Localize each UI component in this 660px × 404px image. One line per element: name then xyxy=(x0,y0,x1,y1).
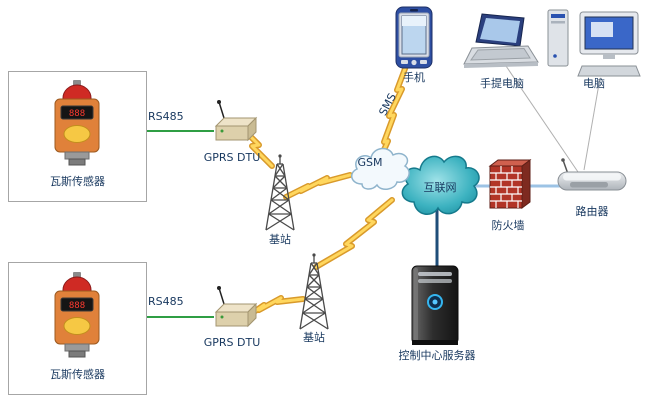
base-station-tower-icon xyxy=(265,154,295,231)
base-station-tower-icon xyxy=(299,253,329,330)
phone-label: 手机 xyxy=(403,71,425,84)
phone-home-button xyxy=(411,59,417,66)
desktop-keyboard xyxy=(577,65,641,77)
gsm-cloud-shape xyxy=(350,147,410,190)
gsm-cloud-icon xyxy=(350,147,410,190)
sensor-display: 888 xyxy=(69,301,85,311)
server-vent-2 xyxy=(418,279,452,283)
phone-button-left xyxy=(401,60,408,64)
sensor-group-box-1: 888 瓦斯传感器 xyxy=(8,71,147,202)
server-edge-highlight xyxy=(414,268,418,342)
firewall xyxy=(486,158,532,216)
sensor-group-box-2: 888 瓦斯传感器 xyxy=(8,262,147,395)
dtu-led xyxy=(220,315,224,319)
gprs-dtu-1 xyxy=(208,98,260,148)
rs485-label-1: RS485 xyxy=(148,110,184,123)
router-antenna-tip xyxy=(561,158,565,162)
gprs-dtu-icon xyxy=(214,100,258,142)
tower-power-led xyxy=(553,54,557,58)
base-station-2 xyxy=(292,253,336,331)
sensor-display: 888 xyxy=(69,109,85,119)
router-front-band xyxy=(570,182,608,188)
sensor-base xyxy=(64,151,90,160)
dtu-led xyxy=(220,129,224,133)
gas-sensor-icon: 888 xyxy=(54,272,100,358)
rs485-label-2: RS485 xyxy=(148,295,184,308)
server-label: 控制中心服务器 xyxy=(398,349,476,362)
gsm-label: GSM xyxy=(357,156,383,169)
laptop xyxy=(462,12,542,74)
desktop-label: 电脑 xyxy=(583,77,605,90)
dtu-front-face xyxy=(215,125,249,141)
sensor-top-knob xyxy=(73,80,81,86)
desktop-tower xyxy=(547,9,569,67)
phone-button-right xyxy=(420,60,427,64)
sensor-red-cap xyxy=(62,84,92,102)
gas-sensor-icon: 888 xyxy=(54,80,100,166)
station-label-2: 基站 xyxy=(303,331,325,344)
tower-antenna-tip xyxy=(278,154,282,158)
monitor-window xyxy=(591,22,613,37)
station-label-1: 基站 xyxy=(269,233,291,246)
server-vent-1 xyxy=(418,272,452,276)
firewall-label: 防火墙 xyxy=(491,219,525,232)
base-station-1 xyxy=(258,154,302,232)
dtu-front-face xyxy=(215,311,249,327)
dtu-antenna-tip xyxy=(217,286,221,290)
sensor-base xyxy=(64,343,90,352)
router-top-highlight xyxy=(563,173,621,181)
phone-screen-glare xyxy=(402,16,426,26)
firewall-top-face xyxy=(488,159,532,167)
sensor-base-foot xyxy=(68,158,86,166)
server-tower-icon xyxy=(411,265,459,345)
sensor-yellow-badge xyxy=(63,317,91,335)
router xyxy=(554,156,630,202)
laptop-keyboard xyxy=(470,47,531,61)
firewall-side-face xyxy=(521,159,531,209)
sensor-label-2: 瓦斯传感器 xyxy=(50,368,105,381)
control-center-server xyxy=(402,264,468,348)
server-base xyxy=(412,340,458,345)
firewall-brick-wall-icon xyxy=(488,159,532,209)
tower-lattice xyxy=(299,255,329,330)
desktop-computer xyxy=(546,4,642,78)
phone-speaker xyxy=(410,9,418,12)
desktop-computer-icon xyxy=(547,9,641,77)
dtu-antenna xyxy=(218,287,225,305)
tower-lattice xyxy=(265,156,295,231)
server-power-dot xyxy=(432,299,438,305)
gprs-dtu-2 xyxy=(208,284,260,334)
internet-label: 互联网 xyxy=(423,181,457,194)
dtu-antenna-tip xyxy=(217,100,221,104)
phone xyxy=(392,6,436,70)
sensor-display-panel xyxy=(60,105,94,120)
router-icon xyxy=(557,158,627,191)
tower-slot xyxy=(551,21,565,24)
sensor-label-1: 瓦斯传感器 xyxy=(50,175,105,188)
tower-antenna-tip xyxy=(312,253,316,257)
router-label: 路由器 xyxy=(575,205,609,218)
tower-drive-bay xyxy=(551,14,565,18)
pda-phone-icon xyxy=(395,6,433,69)
dtu-label-2: GPRS DTU xyxy=(203,336,261,349)
sensor-top-knob xyxy=(73,272,81,278)
sensor-red-cap xyxy=(62,276,92,294)
monitor-stand xyxy=(603,54,615,59)
laptop-icon xyxy=(463,13,539,68)
dtu-label-1: GPRS DTU xyxy=(203,151,261,164)
laptop-screen xyxy=(480,18,520,43)
sensor-display-panel xyxy=(60,297,94,312)
gsm-cloud xyxy=(346,142,414,198)
sms-label: SMS xyxy=(376,91,399,118)
gprs-dtu-icon xyxy=(214,286,258,328)
dtu-antenna xyxy=(218,101,225,119)
sensor-base-foot xyxy=(68,350,86,358)
sensor-yellow-badge xyxy=(63,125,91,143)
laptop-label: 手提电脑 xyxy=(480,77,524,90)
